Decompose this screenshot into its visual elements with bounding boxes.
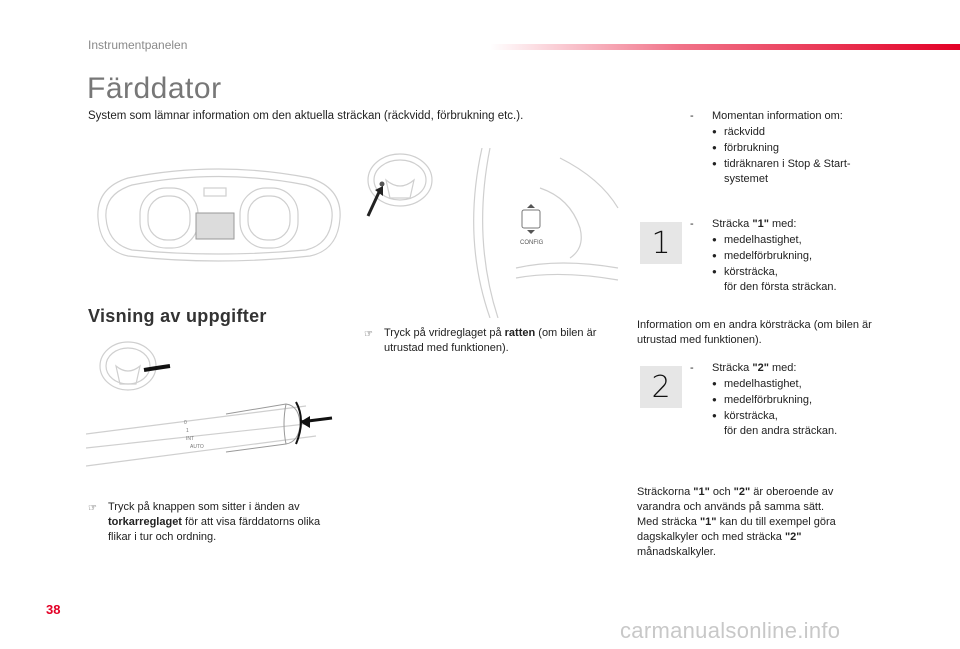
finger-icon: ☞: [88, 503, 97, 514]
page-number: 38: [46, 602, 61, 617]
trip-2-info: Information om en andra körsträcka (om b…: [637, 319, 872, 346]
trip-note: Sträckorna "1" och "2" är oberoende av v…: [637, 486, 836, 558]
list-item: medelförbrukning,: [712, 392, 837, 408]
list-item: körsträcka,: [712, 408, 837, 424]
steering-wheel-illustration: [366, 153, 433, 217]
stalk-label-1: 1: [186, 428, 189, 434]
trip-2-number-icon: 2: [640, 366, 682, 408]
list-item: tidräknaren i Stop & Start-systemet: [712, 156, 894, 187]
trip-1-block: - Sträcka "1" med: medelhastighet, medel…: [690, 217, 890, 295]
instruction-stalk: ☞ Tryck på knappen som sitter i änden av…: [88, 501, 321, 543]
trip-1-tail: för den första sträckan.: [724, 281, 837, 293]
list-item: förbrukning: [712, 140, 894, 156]
trip-2-tail: för den andra sträckan.: [724, 425, 838, 437]
section-header: Instrumentpanelen: [88, 38, 188, 52]
wiper-stalk-illustration: 0 1 INT AUTO: [86, 401, 333, 467]
stalk-label-auto: AUTO: [190, 444, 204, 450]
instant-info-list: räckvidd förbrukning tidräknaren i Stop …: [712, 124, 894, 187]
page-title: Färddator: [87, 72, 222, 105]
list-item: medelhastighet,: [712, 232, 837, 248]
instant-info-block: - Momentan information om: räckvidd förb…: [690, 109, 890, 187]
list-item: räckvidd: [712, 124, 894, 140]
stalk-label-0: 0: [184, 420, 187, 426]
config-label: CONFIG: [520, 240, 544, 246]
trip-2-list: medelhastighet, medelförbrukning, körstr…: [712, 376, 837, 424]
instruction-steering: ☞ Tryck på vridreglaget på ratten (om bi…: [364, 327, 597, 354]
intro-text: System som lämnar information om den akt…: [88, 110, 524, 122]
trip-1-lead: Sträcka "1" med:: [712, 218, 797, 230]
list-item: medelhastighet,: [712, 376, 837, 392]
steering-button-closeup: CONFIG: [473, 148, 619, 318]
list-item: körsträcka,: [712, 264, 837, 280]
instant-info-lead: Momentan information om:: [712, 110, 843, 122]
watermark: carmanualsonline.info: [620, 618, 841, 643]
list-item: medelförbrukning,: [712, 248, 837, 264]
trip-1-list: medelhastighet, medelförbrukning, körstr…: [712, 232, 837, 280]
trip-2-lead: Sträcka "2" med:: [712, 362, 797, 374]
stalk-label-int: INT: [186, 436, 194, 442]
instrument-cluster-illustration: [97, 168, 341, 262]
trip-1-number-icon: 1: [640, 222, 682, 264]
trip-2-block: - Sträcka "2" med: medelhastighet, medel…: [690, 361, 890, 439]
header-accent-bar: [490, 44, 960, 50]
section-heading: Visning av uppgifter: [88, 306, 267, 326]
finger-icon: ☞: [364, 329, 373, 340]
steering-wheel-small-illustration: [99, 341, 171, 391]
